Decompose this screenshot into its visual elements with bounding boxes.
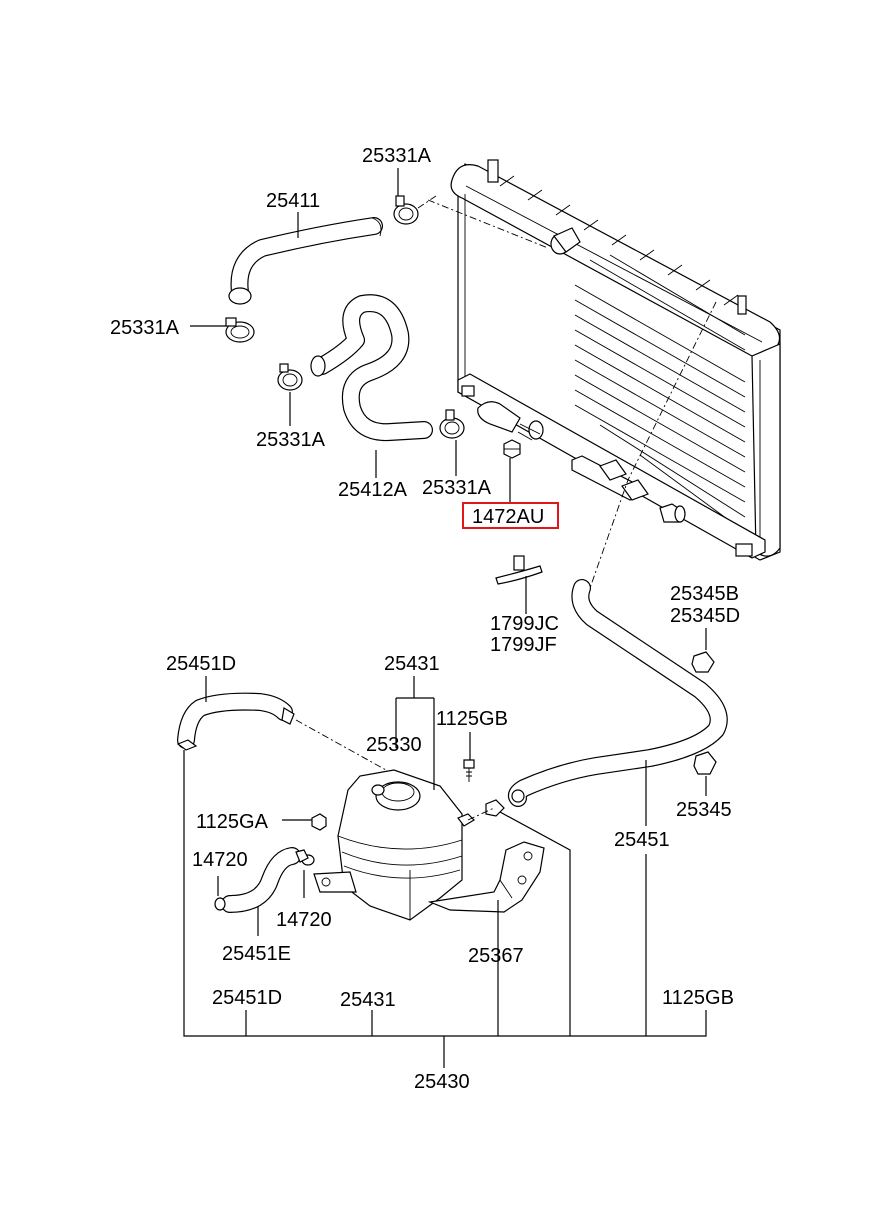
part-labels: 25331A 25411 25331A 25331A 25412A 25331A… bbox=[110, 145, 740, 1093]
reservoir-tank-25431 bbox=[313, 769, 475, 921]
bracket-25367 bbox=[427, 841, 545, 913]
lower-hose-25412a bbox=[310, 294, 433, 442]
label-1799jc: 1799JC bbox=[490, 613, 559, 635]
label-25331a-low: 25331A bbox=[422, 477, 492, 499]
clip-1799jc bbox=[495, 555, 543, 585]
label-1472au: 1472AU bbox=[472, 506, 544, 528]
label-25451: 25451 bbox=[614, 829, 670, 851]
leader-lines bbox=[183, 168, 707, 1068]
clip-25345b bbox=[691, 651, 715, 673]
label-25451d-top: 25451D bbox=[166, 653, 236, 675]
clamp-low bbox=[439, 409, 465, 439]
radiator bbox=[450, 159, 781, 561]
label-25345b: 25345B bbox=[670, 583, 739, 605]
label-25331a-mid: 25331A bbox=[256, 429, 326, 451]
label-1125gb-top: 1125GB bbox=[436, 708, 508, 730]
alignment-lines bbox=[295, 195, 717, 821]
label-25345d: 25345D bbox=[670, 605, 740, 627]
label-25331a-top: 25331A bbox=[362, 145, 432, 167]
bolt-1125gb bbox=[463, 759, 475, 782]
clamp-mid bbox=[277, 363, 303, 391]
label-1125ga: 1125GA bbox=[196, 811, 269, 833]
overflow-hose-25451 bbox=[507, 579, 728, 807]
label-25331a-left: 25331A bbox=[110, 317, 180, 339]
label-14720-a: 14720 bbox=[192, 849, 248, 871]
label-14720-b: 14720 bbox=[276, 909, 332, 931]
label-25451d-bottom: 25451D bbox=[212, 987, 282, 1009]
clamp-upper-right bbox=[393, 195, 419, 225]
label-25330: 25330 bbox=[366, 734, 422, 756]
label-1799jf: 1799JF bbox=[490, 634, 557, 656]
label-25345: 25345 bbox=[676, 799, 732, 821]
clamp-left bbox=[225, 317, 255, 343]
drain-plug-1472au bbox=[503, 439, 521, 459]
hose-25451e bbox=[214, 847, 315, 913]
label-25367: 25367 bbox=[468, 945, 524, 967]
label-25411: 25411 bbox=[266, 190, 320, 212]
label-25412a: 25412A bbox=[338, 479, 408, 501]
label-25451e: 25451E bbox=[222, 943, 291, 965]
label-25430: 25430 bbox=[414, 1071, 470, 1093]
hose-25451d bbox=[176, 692, 295, 751]
bolt-1125ga bbox=[311, 813, 327, 831]
upper-hose-25411 bbox=[228, 217, 383, 305]
label-25431-bottom: 25431 bbox=[340, 989, 396, 1011]
label-25431-top: 25431 bbox=[384, 653, 440, 675]
label-1125gb-bottom: 1125GB bbox=[662, 987, 734, 1009]
clip-bracket-top bbox=[485, 799, 505, 817]
clip-25345 bbox=[693, 751, 717, 775]
highlight-box-1472au bbox=[462, 502, 559, 529]
